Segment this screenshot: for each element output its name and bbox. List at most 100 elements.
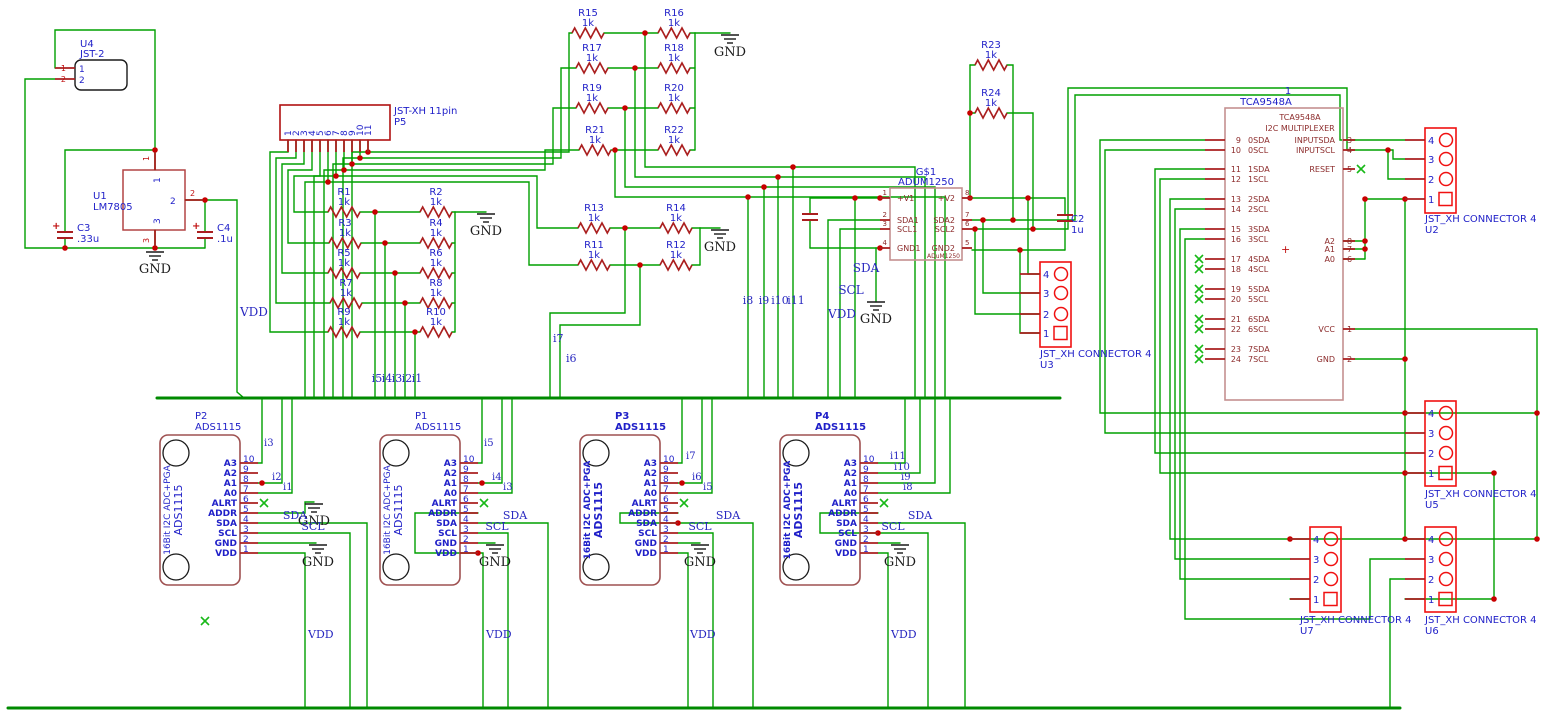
svg-text:G$1: G$1	[916, 167, 936, 178]
svg-text:4: 4	[663, 515, 669, 525]
net-label-i7: i7	[686, 451, 696, 462]
svg-text:R7: R7	[339, 278, 352, 289]
capacitor-C3[interactable]: +C3.33u	[52, 221, 99, 245]
svg-text:VCC: VCC	[1318, 325, 1335, 334]
svg-text:1: 1	[863, 545, 869, 555]
svg-text:3: 3	[663, 525, 669, 535]
svg-text:2: 2	[663, 535, 669, 545]
svg-text:A0: A0	[844, 489, 857, 499]
svg-text:+: +	[1281, 243, 1290, 256]
svg-text:10: 10	[243, 455, 255, 465]
svg-text:A1: A1	[444, 479, 457, 489]
svg-text:5: 5	[663, 505, 669, 515]
svg-text:16Bit I2C ADC+PGA: 16Bit I2C ADC+PGA	[583, 461, 593, 560]
svg-text:GND: GND	[884, 555, 916, 570]
svg-text:1k: 1k	[588, 213, 600, 224]
svg-text:GND: GND	[298, 514, 330, 529]
svg-text:i9: i9	[759, 294, 770, 307]
net-label-i8: i8	[743, 294, 754, 307]
svg-text:U7: U7	[1300, 626, 1314, 637]
svg-text:R10: R10	[426, 307, 446, 318]
svg-text:1: 1	[883, 189, 887, 197]
svg-text:1: 1	[663, 545, 669, 555]
svg-text:16Bit I2C ADC+PGA: 16Bit I2C ADC+PGA	[163, 464, 173, 554]
svg-text:A0: A0	[224, 489, 237, 499]
svg-text:15: 15	[1231, 225, 1241, 234]
svg-text:4SDA: 4SDA	[1248, 255, 1270, 264]
svg-text:C4: C4	[217, 223, 230, 234]
svg-text:TCA9548A: TCA9548A	[1239, 97, 1292, 108]
net-label-i5: i5	[703, 482, 713, 493]
svg-text:SDA: SDA	[908, 509, 933, 522]
capacitor-C4[interactable]: +C4.1u	[192, 221, 233, 245]
svg-text:5: 5	[243, 505, 249, 515]
svg-text:i4: i4	[382, 372, 393, 385]
svg-text:8: 8	[965, 189, 969, 197]
svg-text:SDA1: SDA1	[897, 216, 919, 225]
svg-text:4: 4	[1428, 535, 1434, 546]
svg-text:GND1: GND1	[897, 244, 920, 253]
svg-text:R17: R17	[582, 43, 602, 54]
svg-text:3SCL: 3SCL	[1248, 235, 1269, 244]
svg-text:SCL: SCL	[301, 520, 325, 533]
svg-text:7: 7	[463, 485, 469, 495]
svg-text:10: 10	[663, 455, 675, 465]
svg-text:2SDA: 2SDA	[1248, 195, 1270, 204]
svg-text:A2: A2	[224, 469, 237, 479]
net-label-i6: i6	[692, 472, 702, 483]
svg-text:11: 11	[364, 125, 374, 136]
svg-text:1k: 1k	[430, 288, 442, 299]
gnd-symbol: GND	[714, 34, 746, 60]
svg-text:GND: GND	[1317, 355, 1335, 364]
capacitor-unlabeled[interactable]	[802, 213, 818, 221]
svg-text:SCL: SCL	[838, 283, 863, 297]
svg-text:1: 1	[1347, 325, 1352, 334]
svg-text:1: 1	[153, 177, 163, 183]
svg-text:8: 8	[663, 475, 669, 485]
svg-text:i11: i11	[787, 294, 805, 307]
svg-text:SDA: SDA	[716, 509, 741, 522]
svg-text:ADUM1250: ADUM1250	[898, 177, 954, 188]
svg-text:ADS1115: ADS1115	[195, 422, 241, 433]
svg-text:6: 6	[324, 130, 334, 136]
